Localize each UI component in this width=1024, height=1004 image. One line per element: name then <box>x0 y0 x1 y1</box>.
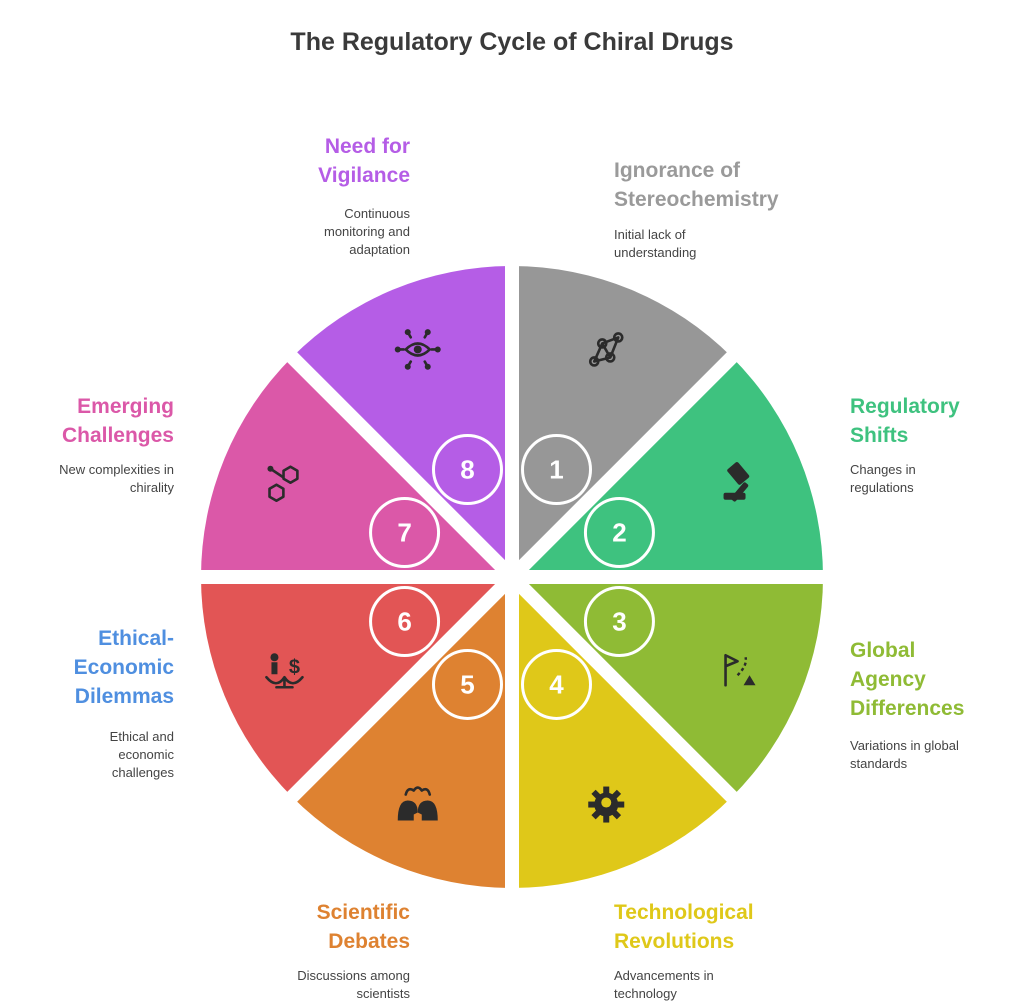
step-4-number: 4 <box>549 669 564 699</box>
hexagon-molecule-icon <box>267 465 299 503</box>
stage-8-description: Continuous monitoring and adaptation <box>324 206 410 257</box>
stage-8-title: Need for Vigilance <box>318 135 410 187</box>
stage-3-title: Global Agency Differences <box>850 639 965 720</box>
step-3-number: 3 <box>612 607 626 637</box>
svg-text:$: $ <box>289 656 300 678</box>
step-2-badge: 2 <box>583 496 655 568</box>
step-8-badge: 8 <box>431 434 503 506</box>
gear-bulb-icon <box>588 786 625 823</box>
step-1-number: 1 <box>549 455 563 485</box>
balance-scale-icon: $ <box>265 653 304 689</box>
step-3-badge: 3 <box>583 586 655 658</box>
step-7-number: 7 <box>397 517 411 547</box>
step-7-badge: 7 <box>369 496 441 568</box>
step-2-number: 2 <box>612 517 626 547</box>
stage-5-description: Discussions among scientists <box>297 968 410 1001</box>
gavel-icon <box>723 462 750 502</box>
stage-1-title: Ignorance of Stereochemistry <box>614 159 779 211</box>
flag-path-icon <box>724 653 756 687</box>
stage-2-title: Regulatory Shifts <box>850 395 960 447</box>
molecule-network-icon <box>588 332 624 367</box>
step-8-number: 8 <box>460 455 474 485</box>
stage-7-description: New complexities in chirality <box>59 462 174 495</box>
stage-5-title: Scientific Debates <box>316 901 410 953</box>
stage-1-description: Initial lack of understanding <box>614 227 697 260</box>
stage-4-title: Technological Revolutions <box>614 901 754 953</box>
step-1-badge: 1 <box>521 434 593 506</box>
step-6-number: 6 <box>397 607 411 637</box>
stage-6-description: Ethical and economic challenges <box>109 729 174 780</box>
step-4-badge: 4 <box>521 648 593 720</box>
stage-6-title: Ethical- Economic Dilemmas <box>73 627 174 708</box>
stage-2-description: Changes in regulations <box>850 462 916 495</box>
step-5-badge: 5 <box>431 648 503 720</box>
page-title: The Regulatory Cycle of Chiral Drugs <box>290 28 734 56</box>
debate-heads-icon <box>397 786 438 821</box>
eye-network-icon <box>394 329 441 370</box>
stage-4-description: Advancements in technology <box>614 968 714 1001</box>
step-5-number: 5 <box>460 669 474 699</box>
step-6-badge: 6 <box>369 586 441 658</box>
stage-3-description: Variations in global standards <box>850 738 959 771</box>
stage-7-title: Emerging Challenges <box>61 395 174 447</box>
